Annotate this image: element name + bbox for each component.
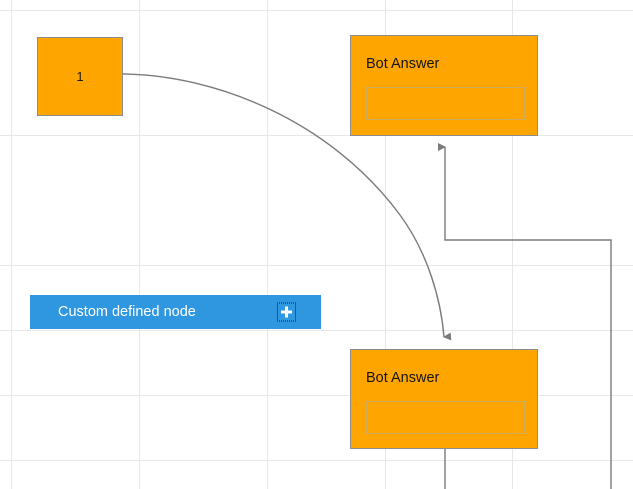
- node-bot-answer-bottom[interactable]: Bot Answer: [350, 349, 538, 449]
- node-bot-answer-bottom-title: Bot Answer: [366, 370, 440, 386]
- node-bot-answer-top-title: Bot Answer: [366, 56, 440, 72]
- node-bot-answer-top-slot[interactable]: [366, 87, 525, 120]
- node-bot-answer-top[interactable]: Bot Answer: [350, 35, 538, 136]
- plus-icon[interactable]: [277, 302, 296, 322]
- node-start-label: 1: [76, 69, 84, 84]
- node-bot-answer-bottom-slot[interactable]: [366, 401, 525, 434]
- node-start[interactable]: 1: [37, 37, 123, 116]
- palette-item-label: Custom defined node: [58, 303, 196, 320]
- palette-item-custom-defined-node[interactable]: Custom defined node: [30, 295, 321, 329]
- plus-icon-vertical-bar: [285, 306, 288, 318]
